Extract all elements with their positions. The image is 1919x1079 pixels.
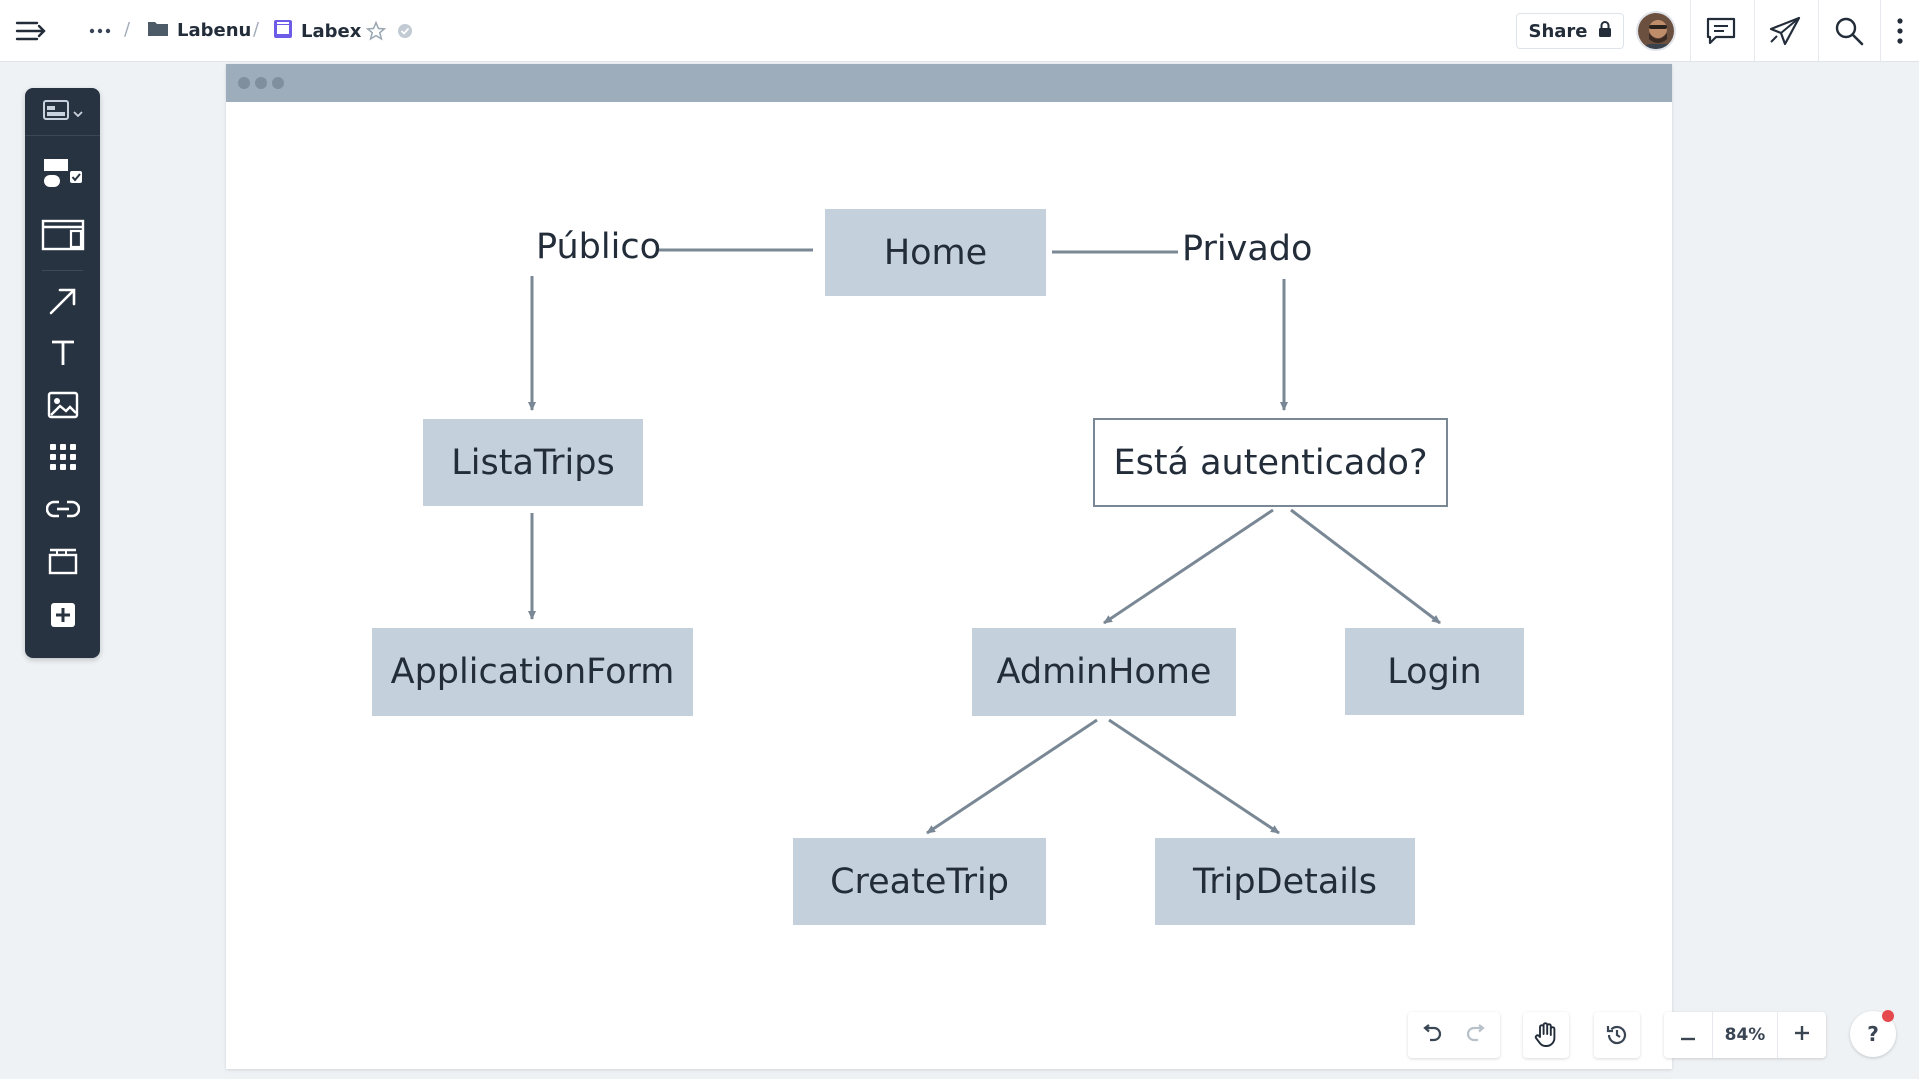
- node-adminhome[interactable]: AdminHome: [972, 628, 1236, 716]
- menu-collapse-icon[interactable]: [10, 15, 52, 47]
- hand-icon: [1523, 1012, 1569, 1058]
- search-icon[interactable]: [1826, 10, 1872, 52]
- undo-redo-group: [1408, 1012, 1500, 1058]
- undo-icon: [1420, 1024, 1442, 1046]
- verified-icon[interactable]: [394, 20, 416, 42]
- frame-type-icon: [42, 99, 69, 124]
- grid-icon: [49, 443, 77, 475]
- chevron-down-icon: [72, 102, 83, 121]
- whiteboard-icon: [273, 19, 293, 43]
- apps-tool[interactable]: [25, 436, 100, 482]
- image-icon: [47, 391, 79, 423]
- node-listatrips[interactable]: ListaTrips: [423, 419, 643, 506]
- history-icon: [1594, 1012, 1640, 1058]
- divider: [1754, 0, 1755, 62]
- pan-tool-button[interactable]: [1523, 1012, 1569, 1058]
- more-breadcrumbs-icon[interactable]: [86, 20, 114, 42]
- zoom-out-button[interactable]: [1664, 1012, 1712, 1058]
- zoom-level[interactable]: 84%: [1712, 1012, 1778, 1058]
- components-icon: [42, 157, 84, 195]
- add-tool[interactable]: [25, 594, 100, 640]
- text-tool[interactable]: [25, 332, 100, 378]
- zoom-in-button[interactable]: [1778, 1012, 1826, 1058]
- frame-selector[interactable]: [25, 88, 100, 136]
- comments-icon[interactable]: [1698, 10, 1744, 52]
- zoom-controls: 84%: [1664, 1012, 1826, 1058]
- divider: [1880, 0, 1881, 62]
- window-dot: [238, 77, 250, 89]
- arrow-tool[interactable]: [25, 280, 100, 326]
- clapperboard-icon: [48, 547, 78, 579]
- frame-tool[interactable]: [25, 214, 100, 260]
- divider: [1818, 0, 1819, 62]
- notification-dot: [1882, 1010, 1894, 1022]
- document-name: Labex: [301, 20, 362, 42]
- divider: [1690, 0, 1691, 62]
- breadcrumb-separator: /: [253, 19, 260, 40]
- link-tool[interactable]: [25, 488, 100, 534]
- avatar[interactable]: [1636, 11, 1676, 51]
- redo-button[interactable]: [1454, 1012, 1500, 1058]
- redo-icon: [1466, 1024, 1488, 1046]
- node-home[interactable]: Home: [825, 209, 1046, 296]
- lock-icon: [1598, 20, 1612, 42]
- label-publico[interactable]: Público: [536, 227, 661, 267]
- history-button[interactable]: [1594, 1012, 1640, 1058]
- breadcrumb-separator: /: [124, 19, 131, 40]
- folder-name: Labenu: [177, 19, 252, 41]
- frame-icon: [41, 219, 85, 255]
- more-options-icon[interactable]: [1886, 14, 1914, 48]
- scene-tool[interactable]: [25, 540, 100, 586]
- node-login[interactable]: Login: [1345, 628, 1524, 715]
- window-dot: [255, 77, 267, 89]
- minus-icon: [1680, 1026, 1696, 1045]
- node-tripdetails[interactable]: TripDetails: [1155, 838, 1415, 925]
- node-applicationform[interactable]: ApplicationForm: [372, 628, 693, 716]
- text-icon: [50, 339, 76, 371]
- arrow-icon: [48, 286, 78, 320]
- link-icon: [45, 499, 80, 523]
- present-icon[interactable]: [1762, 10, 1808, 52]
- share-button[interactable]: Share: [1516, 13, 1624, 49]
- folder-icon: [147, 19, 169, 41]
- tools-panel: [25, 88, 100, 658]
- plus-square-icon: [50, 602, 76, 632]
- window-dot: [272, 77, 284, 89]
- frame-titlebar[interactable]: [226, 64, 1672, 102]
- undo-button[interactable]: [1408, 1012, 1454, 1058]
- node-esta-autenticado[interactable]: Está autenticado?: [1093, 418, 1448, 507]
- top-bar: / Labenu / Labex Share: [0, 0, 1919, 62]
- label-privado[interactable]: Privado: [1182, 229, 1313, 269]
- tool-divider: [42, 270, 83, 271]
- components-tool[interactable]: [25, 153, 100, 199]
- star-icon[interactable]: [364, 19, 388, 43]
- breadcrumb-document[interactable]: Labex: [273, 19, 361, 43]
- node-createtrip[interactable]: CreateTrip: [793, 838, 1046, 925]
- share-label: Share: [1528, 20, 1588, 42]
- plus-icon: [1794, 1025, 1810, 1045]
- image-tool[interactable]: [25, 384, 100, 430]
- breadcrumb-folder[interactable]: Labenu: [147, 19, 251, 41]
